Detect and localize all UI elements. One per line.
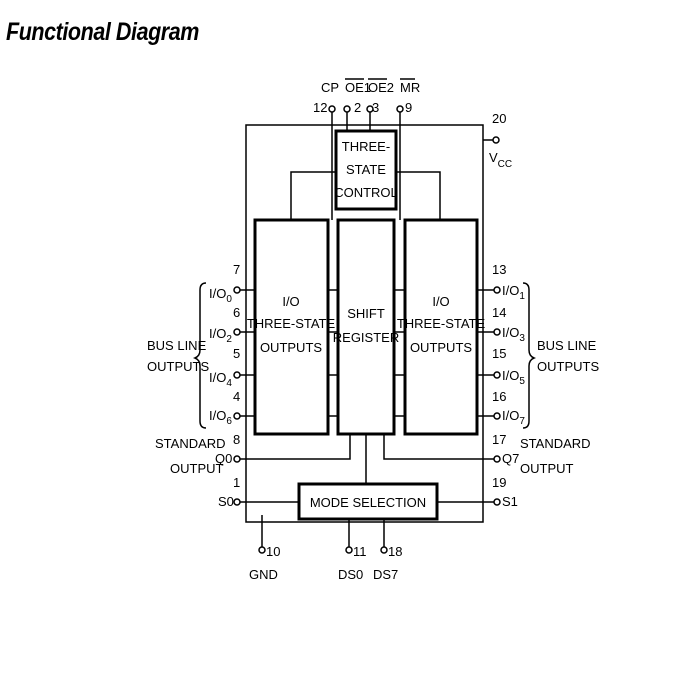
- pin-io3-label: I/O3: [502, 325, 525, 344]
- internal-bus-lines: [237, 289, 494, 547]
- pin-io7-label: I/O7: [502, 408, 525, 427]
- io-right-block: [403, 218, 479, 436]
- shift-register-block: [336, 218, 396, 436]
- pin-cp-number: 12: [313, 100, 327, 115]
- bus-left-line-1: BUS LINE: [147, 338, 207, 353]
- std-left-line-2: OUTPUT: [170, 461, 224, 476]
- vcc-pin: 20 VCC: [483, 111, 512, 170]
- shift-register-line-2: REGISTER: [333, 330, 399, 345]
- pin-16-number: 16: [492, 389, 506, 404]
- control-to-right-io-line: [396, 171, 441, 220]
- pin-17-number: 17: [492, 432, 506, 447]
- right-bus-brace: [522, 282, 537, 429]
- shift-register-line-1: SHIFT: [347, 306, 385, 321]
- left-pins: 7 I/O0 6 I/O2 5 I/O4 4 I/O6 8 Q0 1 S0: [209, 262, 241, 509]
- pin-14-number: 14: [492, 305, 506, 320]
- mode-selection-label: MODE SELECTION: [310, 495, 426, 510]
- pin-oe1-number: 2: [354, 100, 361, 115]
- io-left-block: [253, 218, 330, 436]
- left-bus-brace: [192, 282, 207, 429]
- bus-left-line-2: OUTPUTS: [147, 359, 209, 374]
- page-title: Functional Diagram: [6, 18, 199, 46]
- pin-io1-label: I/O1: [502, 283, 525, 302]
- vcc-pin-label: VCC: [489, 150, 512, 170]
- control-line-2: STATE: [346, 162, 386, 177]
- bottom-pins: 10 GND 11 DS0 18 DS7: [249, 544, 402, 582]
- std-right-line-1: STANDARD: [520, 436, 591, 451]
- right-pins: 13 I/O1 14 I/O3 15 I/O5 16 I/O7 17 Q7 19…: [492, 262, 525, 509]
- three-state-control-block: [334, 129, 398, 211]
- pin-s1-label: S1: [502, 494, 518, 509]
- pin-io0-label: I/O0: [209, 286, 232, 305]
- pin-10-number: 10: [266, 544, 280, 559]
- control-line-3: CONTROL: [334, 185, 398, 200]
- io-right-line-1: I/O: [432, 294, 449, 309]
- pin-18-number: 18: [388, 544, 402, 559]
- pin-oe2-label: OE2: [368, 80, 394, 95]
- mode-selection-block: [297, 482, 439, 521]
- pin-io6-label: I/O6: [209, 408, 232, 427]
- pin-ds7-label: DS7: [373, 567, 398, 582]
- bus-right-line-1: BUS LINE: [537, 338, 597, 353]
- pin-oe1-label: OE1: [345, 80, 371, 95]
- pin-q7-label: Q7: [502, 451, 519, 466]
- io-left-line-1: I/O: [282, 294, 299, 309]
- pin-1-number: 1: [233, 475, 240, 490]
- pin-6-number: 6: [233, 305, 240, 320]
- pin-q0-label: Q0: [215, 451, 232, 466]
- io-right-line-3: OUTPUTS: [410, 340, 472, 355]
- pin-cp-label: CP: [321, 80, 339, 95]
- pin-8-number: 8: [233, 432, 240, 447]
- pin-7-number: 7: [233, 262, 240, 277]
- pin-io5-label: I/O5: [502, 368, 525, 387]
- io-right-line-2: THREE-STATE: [397, 316, 486, 331]
- pin-ds0-label: DS0: [338, 567, 363, 582]
- pin-5-number: 5: [233, 346, 240, 361]
- pin-13-number: 13: [492, 262, 506, 277]
- pin-mr-label: MR: [400, 80, 420, 95]
- bus-right-line-2: OUTPUTS: [537, 359, 599, 374]
- pin-mr-number: 9: [405, 100, 412, 115]
- pin-s0-label: S0: [218, 494, 234, 509]
- io-left-line-3: OUTPUTS: [260, 340, 322, 355]
- pin-oe2-number: 3: [372, 100, 379, 115]
- pin-4-number: 4: [233, 389, 240, 404]
- std-right-line-2: OUTPUT: [520, 461, 574, 476]
- io-left-line-2: THREE-STATE: [247, 316, 336, 331]
- pin-io2-label: I/O2: [209, 326, 232, 345]
- control-to-left-io-line: [290, 171, 336, 220]
- package-outline: [245, 124, 484, 523]
- pin-15-number: 15: [492, 346, 506, 361]
- pin-io4-label: I/O4: [209, 370, 232, 389]
- vcc-pin-number: 20: [492, 111, 506, 126]
- pin-19-number: 19: [492, 475, 506, 490]
- control-line-1: THREE-: [342, 139, 390, 154]
- pin-gnd-label: GND: [249, 567, 278, 582]
- pin-11-number: 11: [353, 544, 367, 559]
- std-left-line-1: STANDARD: [155, 436, 226, 451]
